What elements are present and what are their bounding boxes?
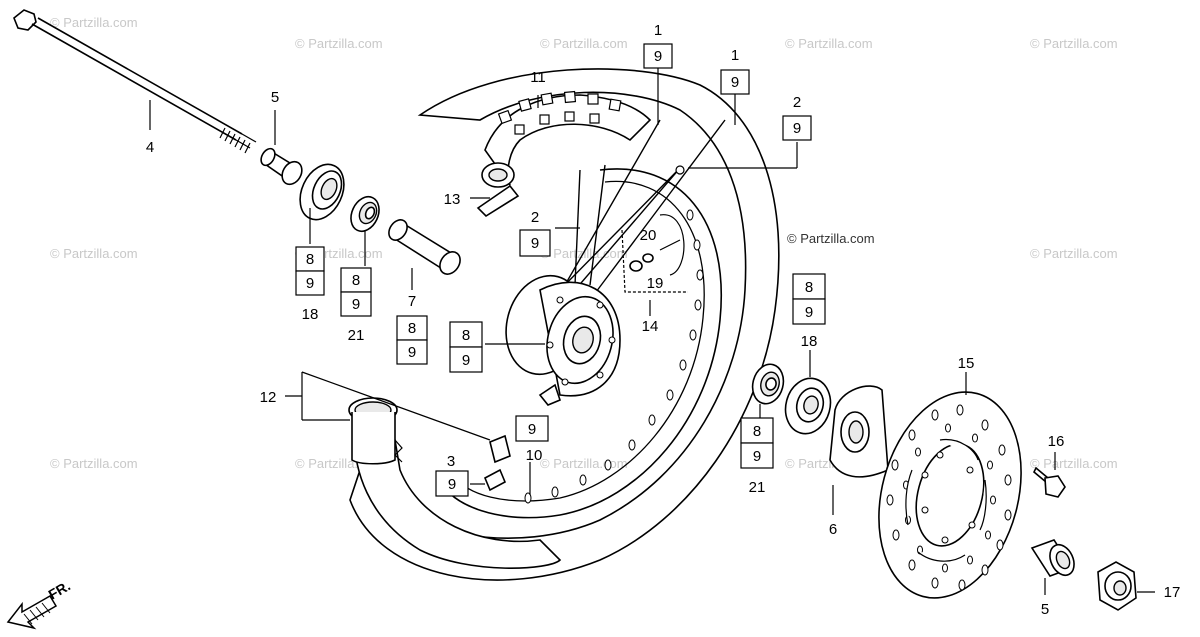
watermark: © Partzilla.com bbox=[785, 36, 873, 51]
callout-2: 2 bbox=[793, 94, 801, 111]
bearing-right bbox=[751, 363, 785, 405]
brake-disc bbox=[878, 391, 1022, 599]
spoke-nipple-detail bbox=[621, 214, 688, 293]
callout-10: 10 bbox=[526, 447, 543, 464]
watermark: © Partzilla.com bbox=[1030, 36, 1118, 51]
callouts: 1 1 2 2 3 4 5 5 6 7 10 11 12 13 14 15 16… bbox=[146, 22, 1181, 618]
ref-box-9: 9 bbox=[793, 120, 801, 137]
front-hub bbox=[505, 274, 621, 406]
callout-6: 6 bbox=[829, 521, 837, 538]
callout-7: 7 bbox=[408, 293, 416, 310]
callout-13: 13 bbox=[444, 191, 461, 208]
collar-right bbox=[1030, 539, 1075, 577]
ref-box-9: 9 bbox=[531, 235, 539, 252]
watermark: © Partzilla.com bbox=[1030, 456, 1118, 471]
callout-16: 16 bbox=[1048, 433, 1065, 450]
watermark: © Partzilla.com bbox=[540, 456, 628, 471]
inner-tube bbox=[348, 397, 562, 569]
axle-nut bbox=[1097, 561, 1137, 611]
ref-box-9: 9 bbox=[306, 275, 314, 292]
ref-box-9: 9 bbox=[352, 296, 360, 313]
callout-5: 5 bbox=[1041, 601, 1049, 618]
ref-box-9: 9 bbox=[731, 74, 739, 91]
callout-5: 5 bbox=[271, 89, 279, 106]
callout-21: 21 bbox=[749, 479, 766, 496]
callout-3: 3 bbox=[447, 453, 455, 470]
ref-box-9: 9 bbox=[448, 476, 456, 493]
ref-box-8: 8 bbox=[408, 320, 416, 337]
ref-box-8: 8 bbox=[805, 279, 813, 296]
ref-box-8: 8 bbox=[753, 423, 761, 440]
callout-15: 15 bbox=[958, 355, 975, 372]
ref-box-8: 8 bbox=[352, 272, 360, 289]
callout-21: 21 bbox=[348, 327, 365, 344]
watermark: © Partzilla.com bbox=[787, 231, 875, 246]
callout-18: 18 bbox=[801, 333, 818, 350]
bearing-left bbox=[350, 195, 380, 233]
collar-left bbox=[260, 147, 303, 186]
ref-box-8: 8 bbox=[306, 251, 314, 268]
watermark: © Partzilla.com bbox=[50, 456, 138, 471]
callout-11: 11 bbox=[530, 69, 546, 86]
callout-14: 14 bbox=[642, 318, 659, 335]
watermark: © Partzilla.com bbox=[1030, 246, 1118, 261]
disc-bolt bbox=[1033, 466, 1066, 498]
ref-box-9: 9 bbox=[408, 344, 416, 361]
callout-2: 2 bbox=[531, 209, 539, 226]
ref-box-9: 9 bbox=[462, 352, 470, 369]
front-direction-arrow: FR. bbox=[6, 577, 73, 630]
axle bbox=[13, 9, 257, 154]
ref-box-8: 8 bbox=[462, 327, 470, 344]
callout-17: 17 bbox=[1164, 584, 1181, 601]
ref-box-9: 9 bbox=[528, 421, 536, 438]
leader-lines bbox=[149, 68, 1155, 595]
dust-seal-right bbox=[784, 377, 832, 435]
reference-boxes: 9 9 9 9 8 9 8 9 8 9 8 9 8 9 8 bbox=[295, 43, 826, 497]
valve-cap bbox=[483, 434, 511, 492]
ref-box-9: 9 bbox=[805, 304, 813, 321]
hub-cover bbox=[829, 385, 889, 478]
distance-collar bbox=[388, 219, 461, 275]
ref-box-9: 9 bbox=[753, 448, 761, 465]
callout-19: 19 bbox=[647, 275, 664, 292]
watermark: © Partzilla.com bbox=[50, 246, 138, 261]
callout-18: 18 bbox=[302, 306, 319, 323]
watermark: © Partzilla.com bbox=[540, 36, 628, 51]
callout-20: 20 bbox=[640, 227, 657, 244]
callout-12: 12 bbox=[260, 389, 277, 406]
callout-4: 4 bbox=[146, 139, 154, 156]
ref-box-9: 9 bbox=[654, 48, 662, 65]
watermark: © Partzilla.com bbox=[50, 15, 138, 30]
watermark: © Partzilla.com bbox=[295, 36, 383, 51]
callout-1: 1 bbox=[731, 47, 739, 64]
callout-1: 1 bbox=[654, 22, 662, 39]
